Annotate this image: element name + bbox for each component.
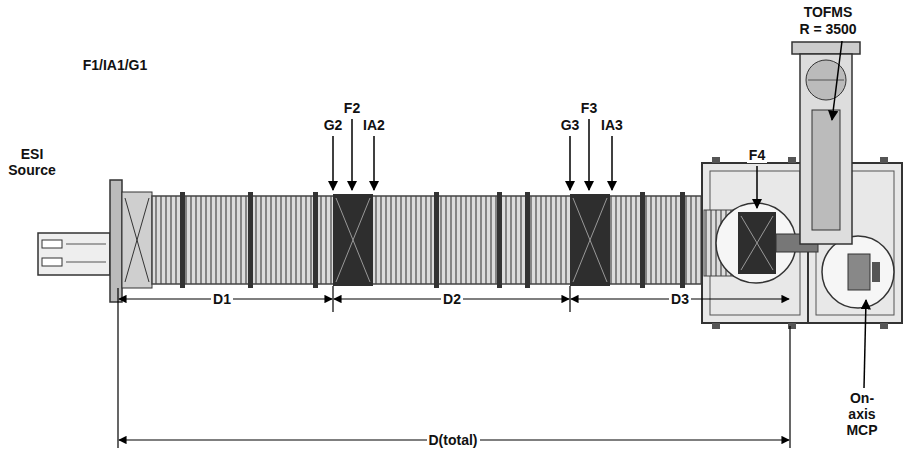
dimension-lines: [118, 286, 790, 448]
dimension-label: D2: [441, 291, 463, 307]
part-label: F1/IA1/G1: [81, 57, 150, 73]
part-label: IA2: [361, 117, 387, 133]
ion-funnel: [333, 194, 610, 286]
part-label: IA3: [599, 117, 625, 133]
tof-mass-spectrometer: [792, 42, 860, 244]
dimension-label: D1: [211, 291, 233, 307]
part-label: ESI Source: [6, 146, 57, 178]
part-label: G2: [322, 117, 345, 133]
part-label: F4: [747, 147, 767, 163]
part-label: On-axis MCP: [844, 390, 879, 438]
instrument-name: TOFMS: [802, 4, 855, 20]
part-label: F2: [342, 100, 362, 116]
callout-arrows: [333, 41, 866, 388]
part-label: G3: [559, 117, 582, 133]
part-label: F3: [579, 100, 599, 116]
resolution-value: R = 3500: [797, 21, 858, 37]
drift-tube: [152, 192, 704, 288]
esi-source: [38, 180, 152, 302]
dimension-label: D(total): [427, 432, 480, 448]
dimension-label: D3: [669, 291, 691, 307]
